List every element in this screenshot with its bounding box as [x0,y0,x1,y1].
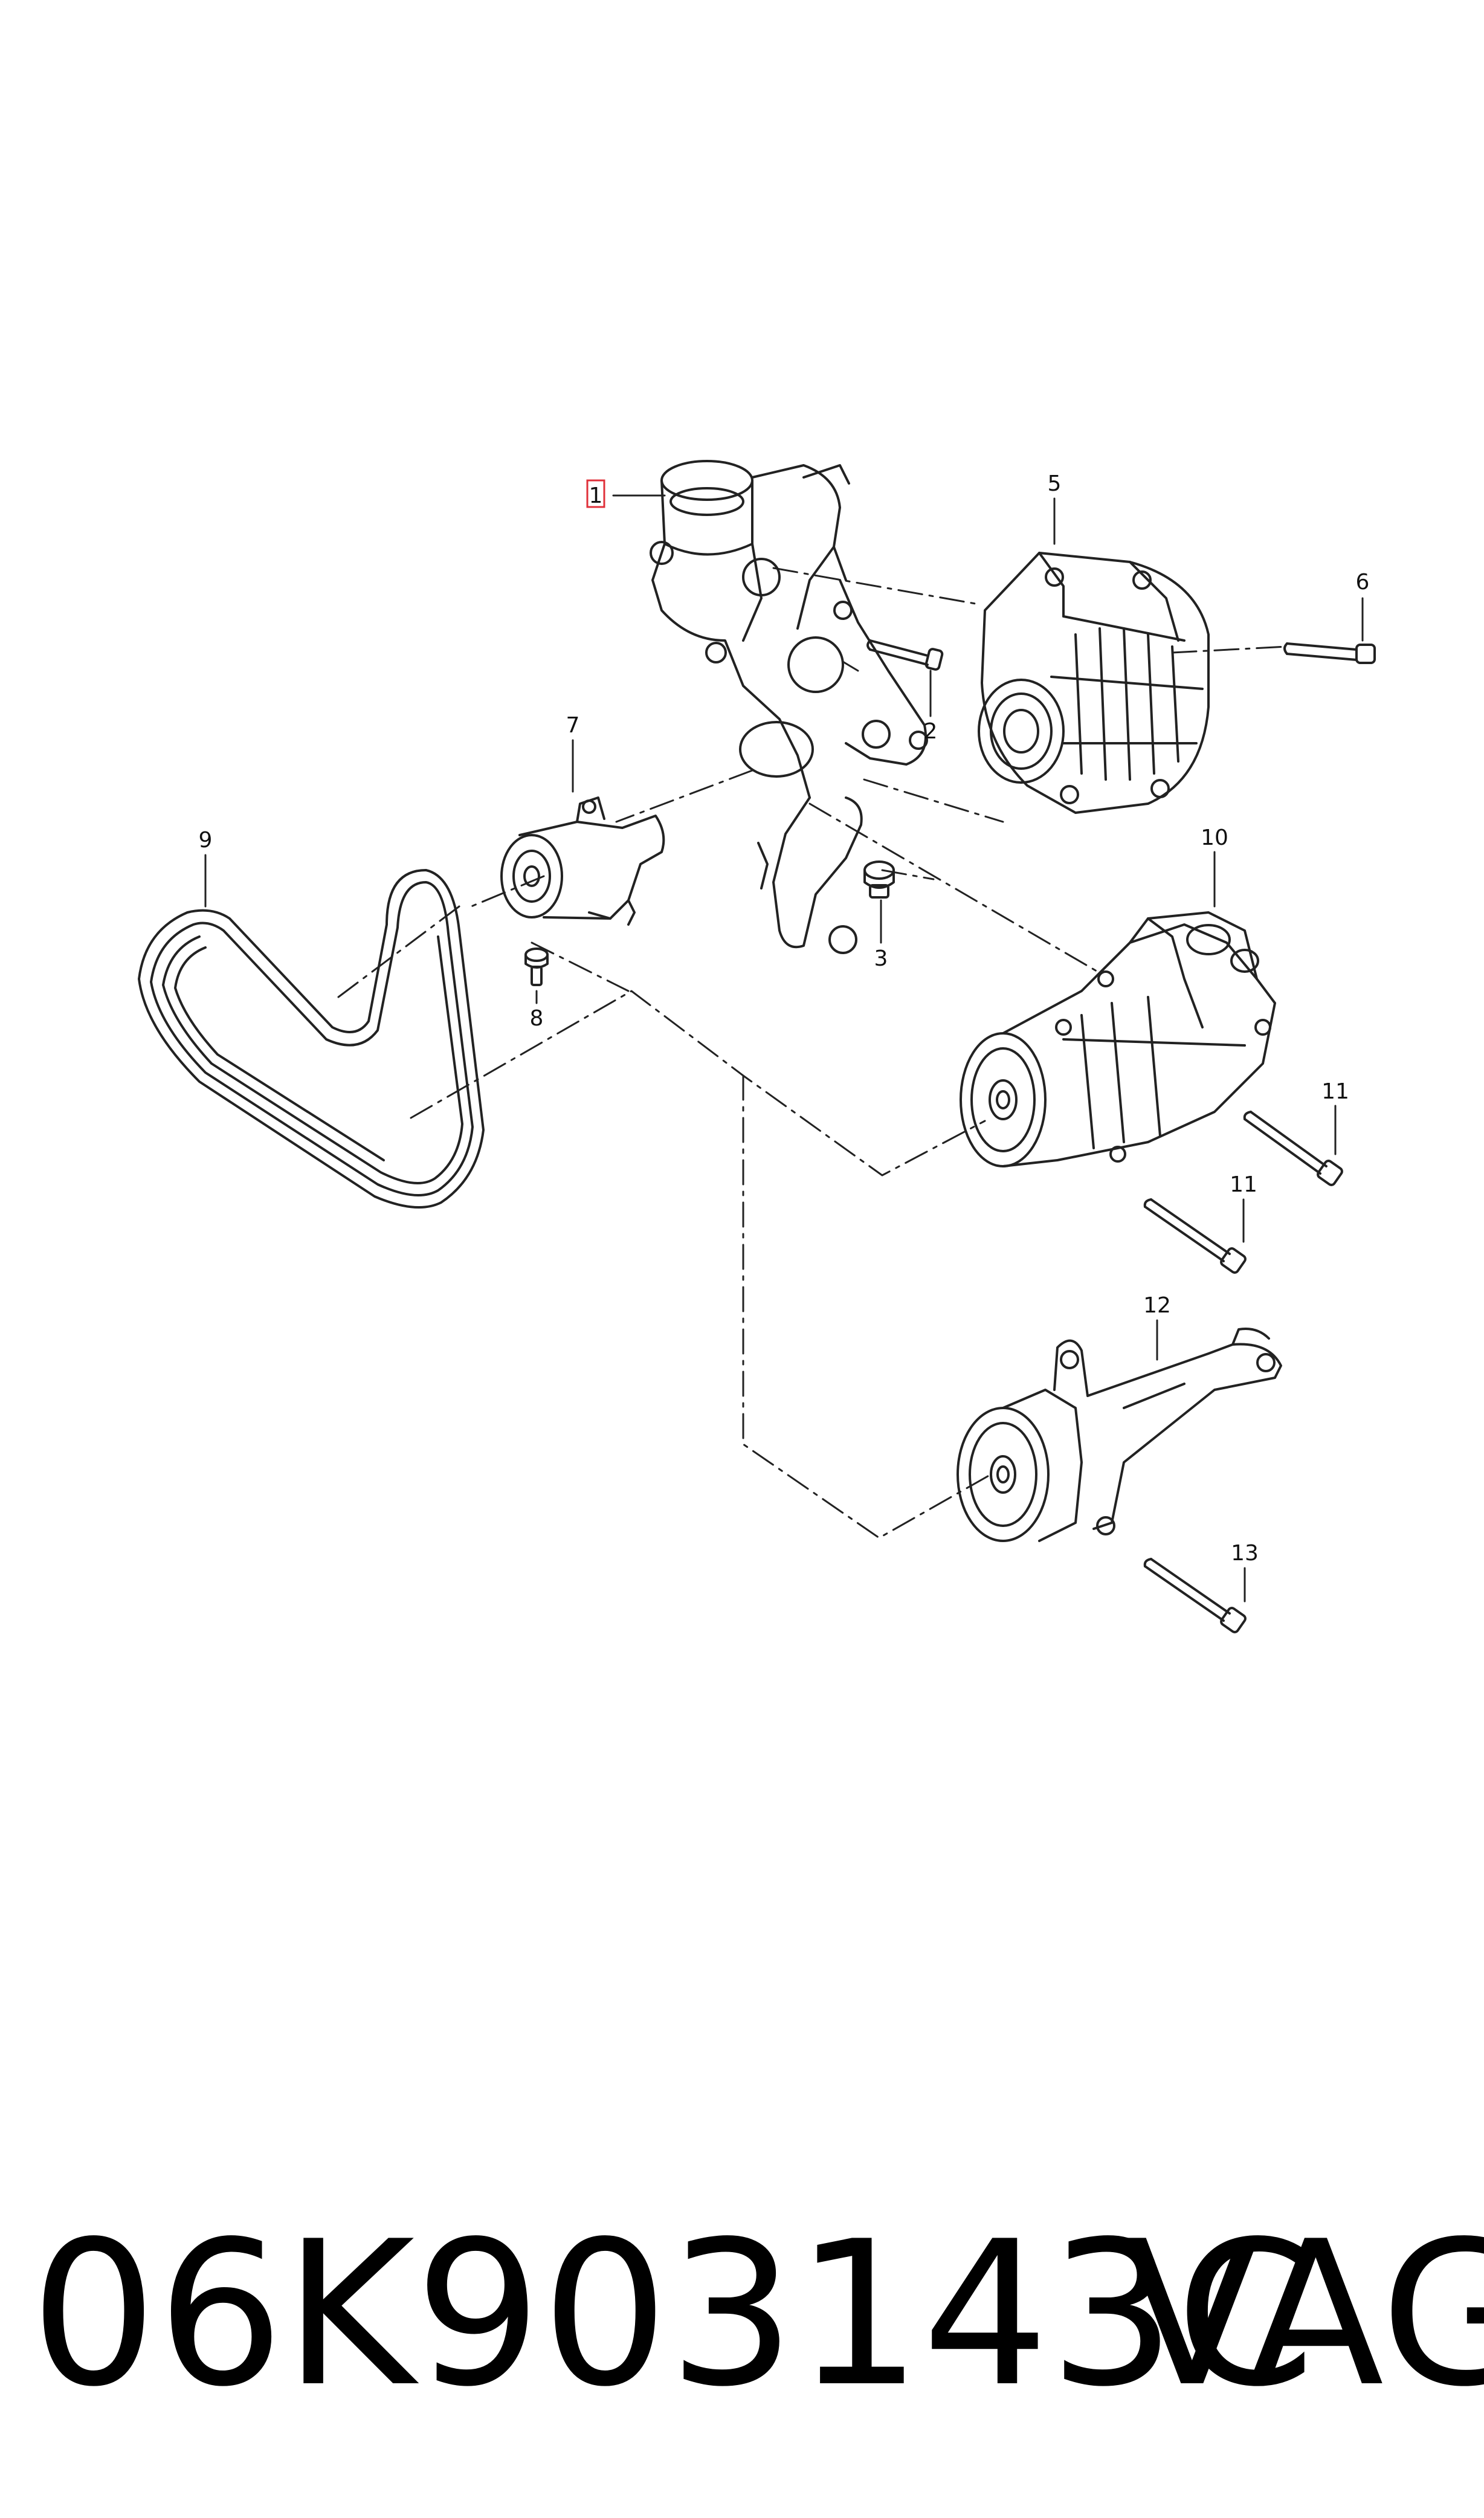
bolt-part-8 [524,947,549,1004]
bolt-part-13 [1143,1558,1247,1633]
label-part-3: 3 [874,946,888,971]
label-part-13: 13 [1231,1541,1259,1566]
label-part-11-lower: 11 [1230,1172,1257,1197]
compressor-part-10 [960,851,1276,1167]
label-part-8: 8 [530,1006,544,1031]
label-part-12: 12 [1143,1293,1171,1318]
belt-part-9 [138,854,485,1209]
bolt-part-2 [866,639,944,717]
label-part-2: 2 [924,719,938,744]
bolt-part-6 [1283,597,1376,664]
bolt-part-11-upper [1243,1105,1343,1186]
bolt-part-3 [863,860,895,944]
label-part-6: 6 [1356,570,1370,595]
bracket-part-1 [650,460,928,954]
label-part-1: 1 [589,483,603,508]
bolt-part-11-lower [1143,1198,1247,1274]
brand-name: VAG [1124,2198,1484,2430]
idler-bracket-part-12 [957,1319,1282,1542]
label-part-10: 10 [1201,825,1228,850]
alternator-part-5 [978,497,1210,814]
label-part-9: 9 [199,828,213,853]
label-part-5: 5 [1048,471,1062,496]
part-number: 06K903143C [30,2198,1315,2430]
assembly-lines [337,567,1288,1539]
label-part-11-upper: 11 [1321,1079,1349,1104]
label-part-7: 7 [566,713,580,738]
tensioner-part-7 [500,739,665,926]
highlight-box-part-1 [586,479,605,508]
